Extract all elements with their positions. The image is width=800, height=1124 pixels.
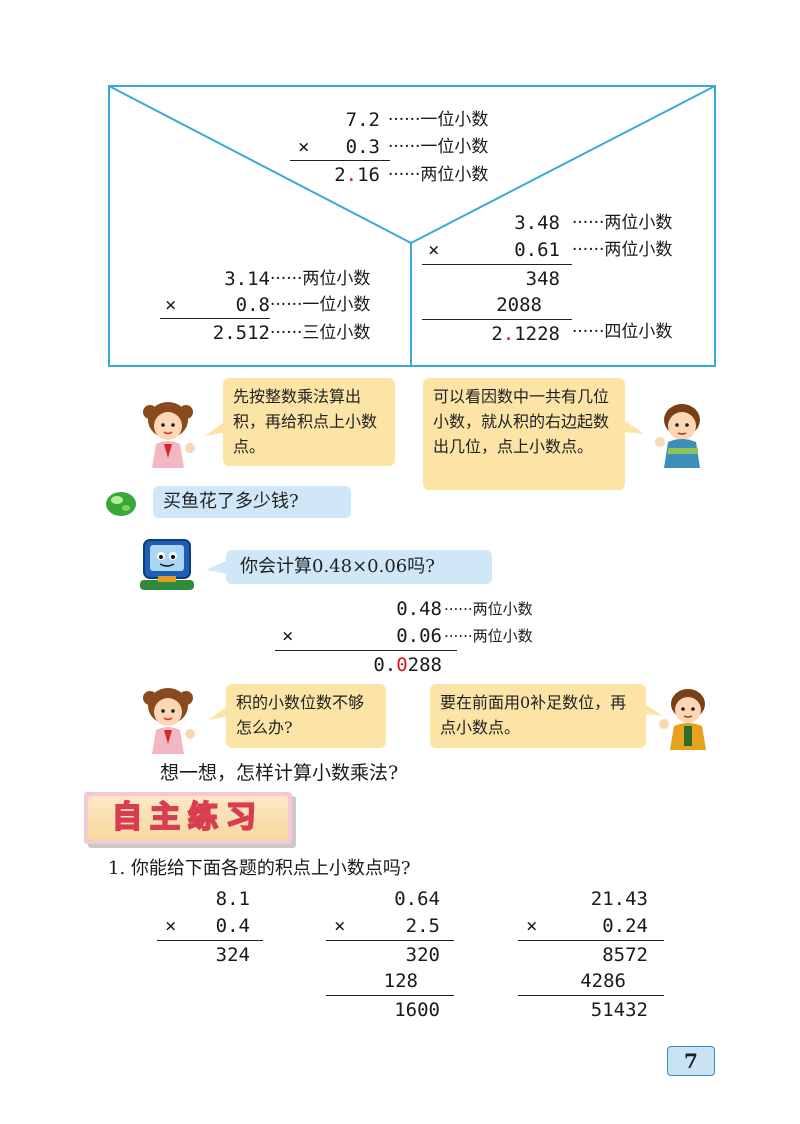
p2-partial2: 128 bbox=[383, 970, 418, 992]
section-title: 自主练习 bbox=[111, 799, 264, 836]
boy-character-icon bbox=[659, 689, 706, 750]
calc2-factor2: 0.06 bbox=[396, 625, 442, 647]
right-op: × bbox=[428, 239, 440, 261]
bubble-tail bbox=[208, 706, 228, 720]
p2-factor2: 2.5 bbox=[405, 915, 440, 937]
p1-rule bbox=[157, 940, 263, 941]
right-factor2-note: ······两位小数 bbox=[572, 240, 673, 260]
question-banner: 买鱼花了多少钱? bbox=[153, 486, 351, 518]
top-rule bbox=[290, 160, 390, 161]
bubble-tail bbox=[206, 560, 228, 574]
right-product-note: ······四位小数 bbox=[572, 322, 673, 342]
left-op: × bbox=[165, 294, 177, 316]
calc2-factor1-note: ······两位小数 bbox=[444, 600, 533, 618]
p1-op: × bbox=[165, 915, 177, 937]
p3-rule1 bbox=[518, 940, 664, 941]
girl-bubble-1: 先按整数乘法算出积，再给积点上小数点。 bbox=[223, 378, 395, 466]
calc2-factor2-note: ······两位小数 bbox=[444, 627, 533, 645]
top-factor1-note: ······一位小数 bbox=[388, 110, 489, 130]
top-op: × bbox=[298, 136, 310, 158]
bubble-tail bbox=[645, 704, 663, 716]
top-factor1: 7.2 bbox=[345, 109, 380, 131]
girl-character-icon bbox=[143, 402, 195, 468]
p3-factor1: 21.43 bbox=[590, 888, 648, 910]
p2-partial1: 320 bbox=[405, 944, 440, 966]
bubble-tail bbox=[205, 420, 227, 436]
top-product: 2.16 bbox=[334, 164, 380, 186]
right-partial2: 2088 bbox=[496, 294, 542, 316]
boy-bubble-2: 要在前面用0补足数位，再点小数点。 bbox=[430, 684, 646, 748]
right-factor1-note: ······两位小数 bbox=[572, 213, 673, 233]
right-product: 2.1228 bbox=[491, 323, 560, 345]
think-prompt: 想一想，怎样计算小数乘法? bbox=[160, 762, 399, 784]
p3-product: 51432 bbox=[590, 999, 648, 1021]
p2-product: 1600 bbox=[394, 999, 440, 1021]
p2-rule2 bbox=[326, 995, 454, 996]
top-factor2-note: ······一位小数 bbox=[388, 137, 489, 157]
page-number: 7 bbox=[684, 1049, 698, 1073]
p3-partial1: 8572 bbox=[602, 944, 648, 966]
p1-factor1: 8.1 bbox=[215, 888, 250, 910]
right-factor2: 0.61 bbox=[514, 239, 560, 261]
p3-rule2 bbox=[518, 995, 664, 996]
p2-rule1 bbox=[326, 940, 454, 941]
girl-character-icon bbox=[143, 688, 195, 754]
computer-character-icon bbox=[140, 539, 194, 590]
exercise-title: 1. 你能给下面各题的积点上小数点吗? bbox=[108, 858, 411, 879]
right-factor1: 3.48 bbox=[514, 212, 560, 234]
left-product-note: ······三位小数 bbox=[270, 323, 371, 343]
boy-bubble-1: 可以看因数中一共有几位小数，就从积的右边起数出几位，点上小数点。 bbox=[423, 378, 625, 490]
bubble-tail bbox=[624, 420, 644, 434]
calc2-product: 0.0288 bbox=[373, 654, 442, 676]
top-product-note: ······两位小数 bbox=[388, 165, 489, 185]
p2-op: × bbox=[334, 915, 346, 937]
p3-factor2: 0.24 bbox=[602, 915, 648, 937]
computer-bubble: 你会计算0.48×0.06吗? bbox=[226, 550, 492, 584]
boy-character-icon bbox=[655, 404, 700, 468]
right-rule1 bbox=[422, 264, 572, 265]
right-partial1: 348 bbox=[525, 268, 560, 290]
calc2-op: × bbox=[282, 625, 294, 647]
left-factor1: 3.14 bbox=[224, 268, 270, 290]
section-title-banner: 自主练习 bbox=[84, 792, 292, 844]
left-factor2-note: ······一位小数 bbox=[270, 295, 371, 315]
left-factor2: 0.8 bbox=[235, 294, 270, 316]
example-frame bbox=[108, 85, 716, 367]
calc2-rule bbox=[275, 650, 457, 651]
left-factor1-note: ······两位小数 bbox=[270, 269, 371, 289]
p2-factor1: 0.64 bbox=[394, 888, 440, 910]
right-rule2 bbox=[422, 319, 572, 320]
p3-op: × bbox=[526, 915, 538, 937]
girl-bubble-2: 积的小数位数不够怎么办? bbox=[226, 684, 386, 748]
green-ball-icon bbox=[106, 492, 136, 516]
p1-product: 324 bbox=[215, 944, 250, 966]
p3-partial2: 4286 bbox=[580, 970, 626, 992]
calc2-factor1: 0.48 bbox=[396, 598, 442, 620]
left-rule bbox=[160, 318, 270, 319]
top-factor2: 0.3 bbox=[345, 136, 380, 158]
left-product: 2.512 bbox=[212, 322, 270, 344]
p1-factor2: 0.4 bbox=[215, 915, 250, 937]
page-number-badge: 7 bbox=[667, 1046, 715, 1076]
